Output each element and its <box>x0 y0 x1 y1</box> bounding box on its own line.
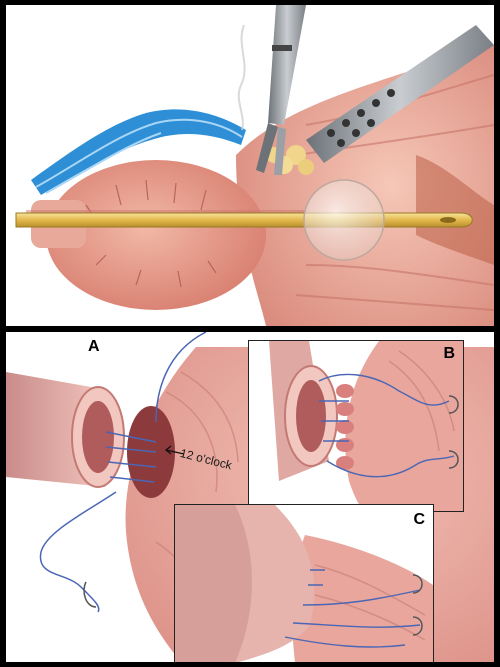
prostate-gland <box>46 160 266 310</box>
foley-catheter <box>15 212 473 228</box>
needle-a <box>83 581 97 608</box>
needle-b-top <box>448 395 459 414</box>
urethra-shade-c <box>175 505 252 662</box>
bladder-dark-region <box>416 155 494 265</box>
top-illustration-panel <box>6 5 494 326</box>
suction-instrument <box>306 25 494 163</box>
bladder-mucosa-b <box>336 384 354 470</box>
catheter-balloon <box>303 179 385 261</box>
suture-b <box>318 373 455 478</box>
bladder-neck-c <box>292 535 433 662</box>
suture-c <box>284 569 421 648</box>
urethra-inner-b <box>296 380 326 452</box>
suture-a <box>39 332 207 613</box>
inset-c-illustration <box>175 505 433 662</box>
twelve-oclock-arrow <box>164 445 185 455</box>
prostatectomy-illustration <box>15 5 494 326</box>
label-c: C <box>413 511 425 528</box>
label-b: B <box>443 345 455 362</box>
needle-b-bottom <box>448 450 459 469</box>
needle-c-bottom <box>412 616 423 636</box>
bladder-fibers-b <box>388 350 455 452</box>
bladder-fibers-c <box>314 564 426 641</box>
label-a: A <box>88 338 100 355</box>
catheter-eyelet <box>440 217 456 223</box>
bladder-neck-b <box>345 341 463 511</box>
cautery-smoke <box>237 24 246 131</box>
inset-c: C <box>174 504 434 662</box>
inset-b: B <box>248 340 464 512</box>
bottom-illustration-panel: A 12 o'clock B <box>6 332 494 662</box>
scissors-instrument <box>256 5 306 175</box>
urethra-inner-a <box>82 401 114 473</box>
neurovascular-bundle <box>31 109 246 195</box>
neurovascular-strands <box>35 118 243 194</box>
needle-c-top <box>412 574 423 594</box>
inset-b-illustration <box>269 341 463 511</box>
